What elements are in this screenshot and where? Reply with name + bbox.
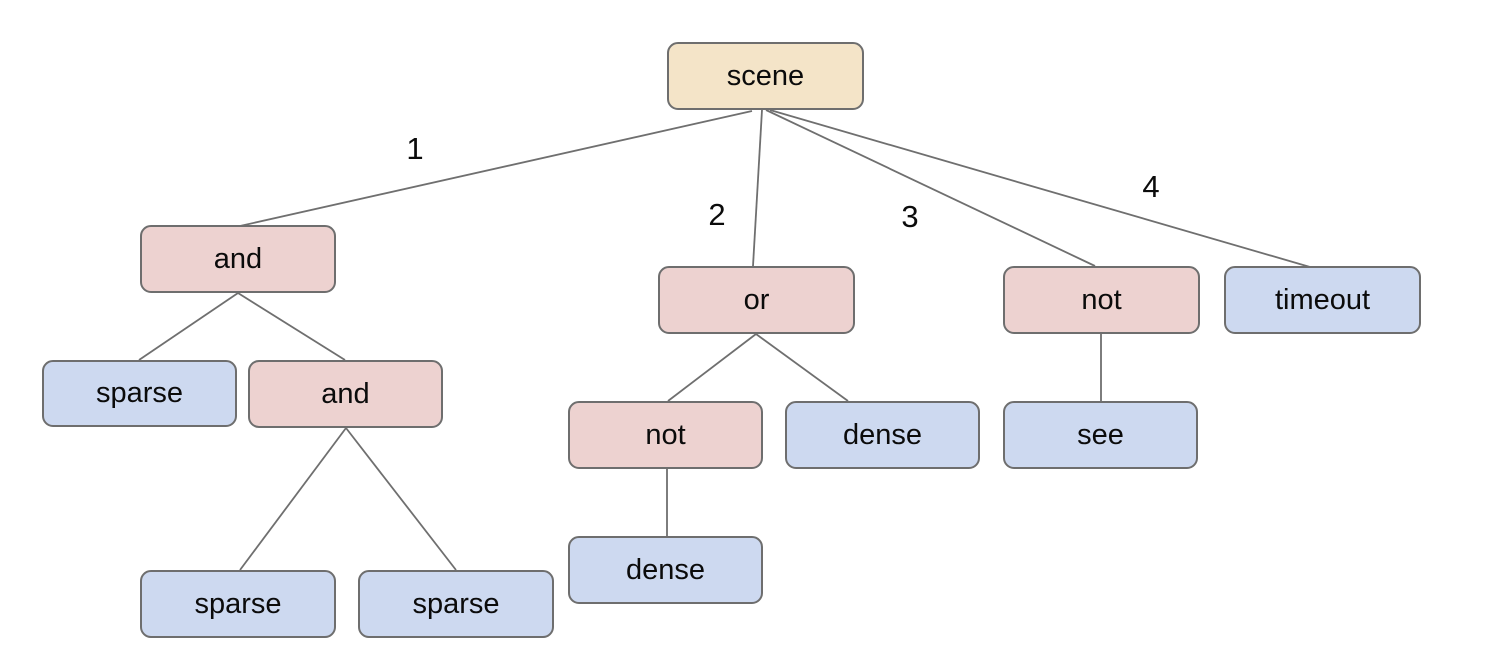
edge-scene-not1 [765,109,1096,267]
node-label-and2: and [321,377,370,410]
node-label-sparse2: sparse [194,587,282,620]
node-label-see1: see [1077,418,1124,451]
node-label-scene: scene [726,59,805,92]
node-label-or1: or [743,283,770,316]
node-label-sparse1: sparse [95,377,184,409]
edge-and1-sparse1 [138,292,239,361]
node-sparse3: sparse [358,570,554,638]
edge-scene-timeout1 [769,109,1311,268]
node-not2: not [568,401,763,469]
edge-label-3: 3 [901,199,918,234]
edge-and2-sparse3 [345,427,457,571]
node-label-sparse3: sparse [412,587,500,620]
node-label-timeout1: timeout [1274,283,1371,316]
node-label-not2: not [645,418,686,451]
edge-label-4: 4 [1142,169,1159,204]
node-dense2: dense [568,536,763,604]
node-scene: scene [667,42,864,110]
node-label-not1: not [1081,283,1122,316]
edge-or1-dense1 [755,333,849,402]
node-label-and1: and [213,242,263,275]
edge-scene-or1 [752,109,763,267]
edge-label-1: 1 [406,131,423,166]
edge-and2-sparse2 [239,427,347,571]
node-label-dense2: dense [625,553,705,586]
node-timeout1: timeout [1224,266,1421,334]
edge-or1-not2 [667,333,757,402]
edge-and1-and2 [237,292,346,361]
node-sparse2: sparse [140,570,336,638]
node-sparse1: sparse [42,360,237,427]
node-and1: and [140,225,336,293]
node-label-dense1: dense [842,418,922,451]
node-see1: see [1003,401,1198,469]
node-dense1: dense [785,401,980,469]
edge-scene-and1 [239,110,753,227]
edge-label-2: 2 [708,197,725,232]
node-and2: and [248,360,443,428]
node-not1: not [1003,266,1200,334]
node-or1: or [658,266,855,334]
